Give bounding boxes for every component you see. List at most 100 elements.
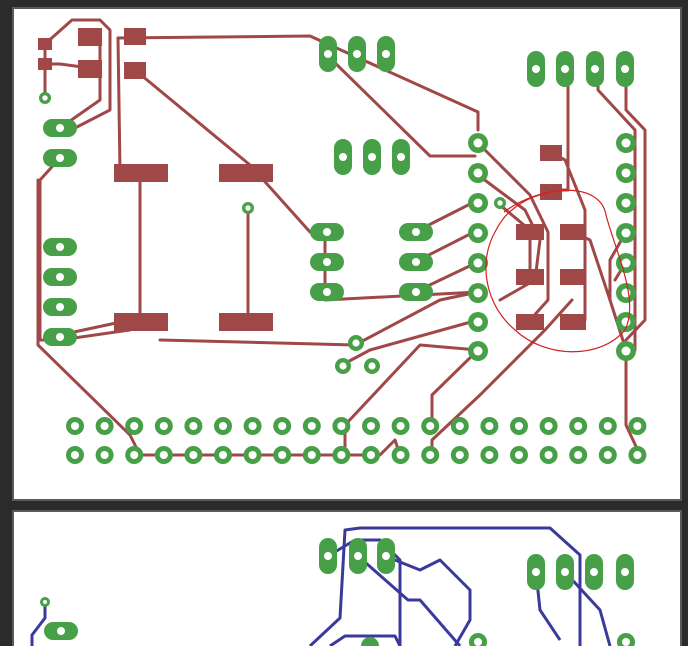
- bottom-copper-view[interactable]: [12, 510, 682, 646]
- drill-hole: [218, 421, 228, 431]
- drill-hole: [621, 228, 631, 238]
- drill-hole: [621, 65, 629, 73]
- review-annotation-circle: [485, 189, 631, 353]
- smd-pad: [114, 164, 168, 182]
- drill-hole: [218, 450, 228, 460]
- smd-pad: [560, 269, 586, 285]
- smd-pad: [560, 314, 586, 330]
- drill-hole: [497, 200, 503, 206]
- drill-hole: [339, 362, 347, 370]
- smd-pad: [124, 62, 146, 79]
- drill-hole: [473, 317, 483, 327]
- drill-hole: [603, 450, 612, 460]
- top-through-hole-pads: [39, 36, 647, 464]
- drill-hole: [455, 450, 464, 460]
- drill-hole: [323, 258, 331, 266]
- drill-hole: [337, 421, 346, 431]
- drill-hole: [473, 198, 483, 208]
- drill-hole: [473, 228, 483, 238]
- drill-hole: [621, 168, 631, 178]
- bottom-through-hole-pads: [40, 538, 635, 646]
- drill-hole: [382, 50, 390, 58]
- drill-hole: [473, 346, 483, 356]
- smd-pad: [516, 314, 544, 330]
- smd-pad: [124, 28, 146, 45]
- drill-hole: [621, 258, 631, 268]
- drill-hole: [514, 421, 524, 431]
- drill-hole: [56, 243, 64, 251]
- smd-pad: [38, 58, 52, 70]
- drill-hole: [366, 421, 376, 431]
- bottom-traces: [30, 526, 612, 646]
- smd-pad: [114, 313, 168, 331]
- drill-hole: [621, 198, 631, 208]
- drill-hole: [368, 153, 376, 161]
- drill-hole: [56, 303, 64, 311]
- smd-pad: [78, 60, 102, 78]
- top-copper-view[interactable]: [12, 7, 682, 501]
- drill-hole: [278, 450, 287, 460]
- drill-hole: [189, 421, 198, 431]
- drill-hole: [56, 154, 64, 162]
- drill-hole: [591, 65, 599, 73]
- board-outline-top: [12, 7, 682, 501]
- drill-hole: [337, 450, 346, 460]
- drill-hole: [633, 421, 642, 431]
- drill-hole: [426, 450, 435, 460]
- drill-hole: [544, 450, 553, 460]
- drill-hole: [412, 228, 420, 236]
- smd-pad: [540, 145, 562, 161]
- drill-hole: [368, 362, 376, 370]
- drill-hole: [324, 50, 332, 58]
- drill-hole: [473, 288, 483, 298]
- drill-hole: [397, 153, 405, 161]
- drill-hole: [603, 421, 612, 431]
- drill-hole: [396, 421, 405, 431]
- drill-hole: [70, 450, 80, 460]
- smd-pad: [219, 164, 273, 182]
- top-smd-pads: [38, 28, 586, 331]
- drill-hole: [574, 421, 583, 431]
- drill-hole: [473, 258, 483, 268]
- drill-hole: [130, 450, 139, 460]
- smd-pad: [560, 224, 586, 240]
- drill-hole: [307, 421, 316, 431]
- drill-hole: [100, 450, 109, 460]
- drill-hole: [621, 138, 631, 148]
- drill-hole: [339, 153, 347, 161]
- drill-hole: [473, 168, 483, 178]
- drill-hole: [412, 288, 420, 296]
- drill-hole: [56, 273, 64, 281]
- drill-hole: [248, 450, 257, 460]
- drill-hole: [633, 450, 642, 460]
- drill-hole: [323, 228, 331, 236]
- drill-hole: [70, 421, 80, 431]
- smd-pad: [78, 28, 102, 46]
- smd-pad: [38, 38, 52, 50]
- drill-hole: [248, 421, 257, 431]
- drill-hole: [514, 450, 524, 460]
- drill-hole: [56, 333, 64, 341]
- drill-hole: [130, 421, 139, 431]
- smd-pad: [516, 224, 544, 240]
- drill-hole: [323, 288, 331, 296]
- drill-hole: [574, 450, 583, 460]
- drill-hole: [352, 339, 360, 347]
- drill-hole: [412, 258, 420, 266]
- drill-hole: [159, 421, 168, 431]
- drill-hole: [56, 124, 64, 132]
- drill-hole: [426, 421, 435, 431]
- drill-hole: [455, 421, 464, 431]
- drill-hole: [245, 205, 251, 211]
- drill-hole: [42, 95, 48, 101]
- drill-hole: [100, 421, 109, 431]
- drill-hole: [307, 450, 316, 460]
- drill-hole: [532, 65, 540, 73]
- drill-hole: [561, 65, 569, 73]
- drill-hole: [485, 450, 494, 460]
- drill-hole: [353, 50, 361, 58]
- drill-hole: [366, 450, 376, 460]
- drill-hole: [544, 421, 553, 431]
